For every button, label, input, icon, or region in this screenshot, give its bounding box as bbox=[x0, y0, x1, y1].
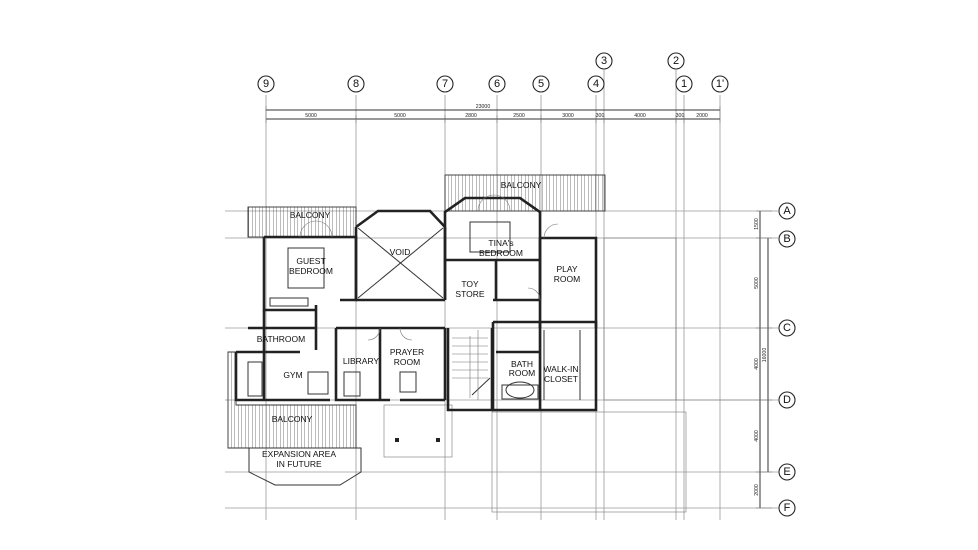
grid-bubble-col: 4 bbox=[587, 75, 605, 93]
void-cross bbox=[357, 227, 444, 299]
vdim-segment: 4000 bbox=[754, 430, 760, 442]
room-label-toy-store: TOY bbox=[461, 279, 479, 289]
svg-text:3: 3 bbox=[601, 55, 607, 67]
furniture bbox=[247, 221, 581, 400]
room-label-void: VOID bbox=[390, 247, 411, 257]
dim-segment: 3000 bbox=[562, 113, 574, 119]
stair bbox=[452, 330, 491, 400]
top-dimensions: 23000 5000 5000 2800 2500 3000 300 4000 … bbox=[265, 104, 721, 123]
vdim-total: 16000 bbox=[762, 348, 768, 363]
room-label-bathroom: BATHROOM bbox=[257, 334, 305, 344]
room-label-walk-in-closet: CLOSET bbox=[544, 374, 578, 384]
svg-text:4: 4 bbox=[593, 78, 599, 90]
vanity bbox=[269, 297, 309, 307]
grid-bubble-row: F bbox=[778, 499, 796, 517]
balcony-top-right bbox=[444, 174, 606, 212]
svg-text:C: C bbox=[783, 322, 791, 334]
room-label-guest-bedroom: BEDROOM bbox=[289, 266, 333, 276]
svg-text:E: E bbox=[783, 466, 790, 478]
vdim-segment: 1500 bbox=[754, 218, 760, 230]
room-label-expansion-area: IN FUTURE bbox=[276, 459, 322, 469]
row-bubbles: A B C D E F bbox=[778, 202, 796, 517]
bathtub bbox=[505, 381, 535, 399]
dim-segment: 2000 bbox=[696, 113, 708, 119]
grid-bubble-col: 5 bbox=[532, 75, 550, 93]
door-swings bbox=[299, 194, 559, 341]
grid-bubble-col: 6 bbox=[488, 75, 506, 93]
dim-segment: 4000 bbox=[634, 113, 646, 119]
grid-bubble-col: 9 bbox=[257, 75, 275, 93]
svg-text:6: 6 bbox=[494, 78, 500, 90]
room-label-balcony: BALCONY bbox=[501, 180, 542, 190]
bed bbox=[469, 221, 511, 253]
dim-segment: 300 bbox=[676, 113, 685, 119]
room-label-tinas-bedroom: BEDROOM bbox=[479, 248, 523, 258]
dim-segment: 5000 bbox=[394, 113, 406, 119]
room-label-play-room: ROOM bbox=[554, 274, 580, 284]
room-label-balcony: BALCONY bbox=[290, 210, 331, 220]
walls bbox=[234, 196, 598, 412]
grid-bubble-row: D bbox=[778, 391, 796, 409]
svg-text:B: B bbox=[783, 233, 790, 245]
room-label-toy-store: STORE bbox=[455, 289, 484, 299]
grid-bubble-row: E bbox=[778, 463, 796, 481]
balconies bbox=[227, 174, 606, 449]
post-marker bbox=[436, 438, 440, 442]
grid-bubble-row: C bbox=[778, 319, 796, 337]
svg-text:7: 7 bbox=[442, 78, 448, 90]
room-label-guest-bedroom: GUEST bbox=[296, 256, 325, 266]
room-labels: BALCONY GUEST BEDROOM VOID BALCONY TINA'… bbox=[257, 180, 580, 469]
grid-bubble-row: A bbox=[778, 202, 796, 220]
room-label-expansion-area: EXPANSION AREA bbox=[262, 449, 336, 459]
room-label-prayer-room: ROOM bbox=[394, 357, 420, 367]
room-label-library: LIBRARY bbox=[343, 356, 380, 366]
svg-text:2: 2 bbox=[673, 55, 679, 67]
svg-text:9: 9 bbox=[263, 78, 269, 90]
svg-text:1': 1' bbox=[716, 78, 724, 90]
grid-bubble-row: B bbox=[778, 230, 796, 248]
expansion-area-outline bbox=[248, 447, 362, 486]
bathtub-frame bbox=[501, 384, 539, 400]
vdim-segment: 2000 bbox=[754, 484, 760, 496]
svg-text:A: A bbox=[783, 205, 791, 217]
svg-text:F: F bbox=[784, 502, 791, 514]
lower-floor-outline bbox=[248, 237, 756, 513]
room-label-prayer-room: PRAYER bbox=[390, 347, 424, 357]
room-label-bath-room: BATH bbox=[511, 359, 533, 369]
bed bbox=[287, 247, 325, 289]
svg-text:5: 5 bbox=[538, 78, 544, 90]
post-marker bbox=[395, 438, 399, 442]
overall-dimension: 23000 bbox=[476, 104, 491, 110]
svg-text:1: 1 bbox=[681, 78, 687, 90]
equipment bbox=[247, 361, 263, 397]
svg-text:8: 8 bbox=[353, 78, 359, 90]
cabinet bbox=[399, 371, 417, 393]
grid-bubble-col: 1 bbox=[675, 75, 693, 93]
vdim-segment: 5000 bbox=[754, 277, 760, 289]
dim-segment: 2800 bbox=[465, 113, 477, 119]
room-label-balcony: BALCONY bbox=[272, 414, 313, 424]
vdim-segment: 4000 bbox=[754, 358, 760, 370]
room-label-play-room: PLAY bbox=[556, 264, 577, 274]
dim-segment: 300 bbox=[596, 113, 605, 119]
room-label-gym: GYM bbox=[283, 370, 302, 380]
grid-bubble-col: 3 bbox=[595, 52, 613, 70]
room-label-tinas-bedroom: TINA's bbox=[488, 238, 513, 248]
desk bbox=[343, 371, 361, 397]
svg-text:D: D bbox=[783, 394, 791, 406]
room-label-bath-room: ROOM bbox=[509, 368, 535, 378]
dim-segment: 2500 bbox=[513, 113, 525, 119]
room-label-walk-in-closet: WALK-IN bbox=[543, 364, 578, 374]
dim-segment: 5000 bbox=[305, 113, 317, 119]
column-bubbles: 9 8 7 6 5 4 3 2 1 1' bbox=[257, 52, 729, 93]
equipment bbox=[307, 371, 329, 395]
balcony-top-left bbox=[247, 206, 357, 238]
grid-bubble-col: 8 bbox=[347, 75, 365, 93]
right-dimensions: 1500 5000 4000 4000 2000 16000 bbox=[754, 210, 772, 509]
grid-bubble-col: 7 bbox=[436, 75, 454, 93]
grid-bubble-col: 2 bbox=[667, 52, 685, 70]
grid-bubble-col: 1' bbox=[711, 75, 729, 93]
